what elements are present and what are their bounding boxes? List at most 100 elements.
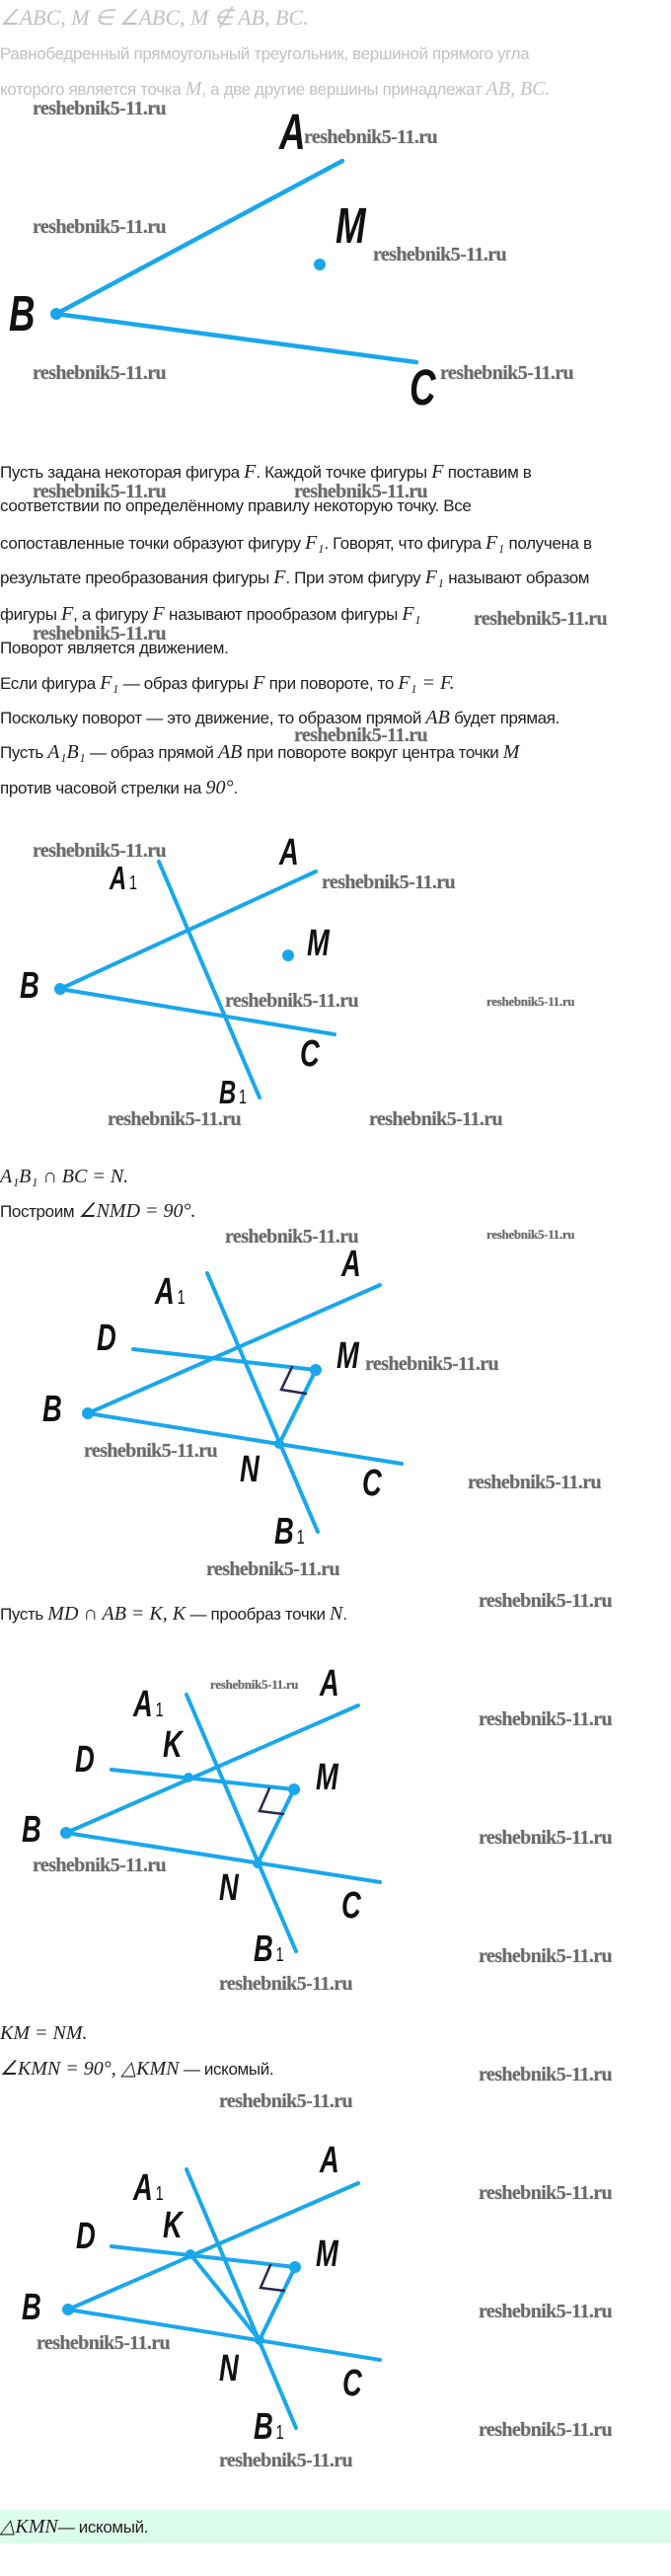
text-segment: . xyxy=(342,1605,347,1624)
point-m xyxy=(310,1364,322,1376)
point-b xyxy=(62,2304,74,2315)
segment-mn xyxy=(258,2265,297,2342)
math-expression: F xyxy=(60,603,74,625)
label-subscript: 1 xyxy=(275,2422,284,2444)
math-expression: A₁B₁ ∩ BC = N. xyxy=(0,1166,129,1187)
ray-bc xyxy=(66,2308,382,2362)
math-expression: AB xyxy=(425,707,450,728)
math-expression: ∠NMD = 90°. xyxy=(78,1200,196,1222)
text-segment: Поскольку поворот — это движение, то обр… xyxy=(0,709,426,727)
watermark: reshebnik5-11.ru xyxy=(486,994,575,1009)
watermark: reshebnik5-11.ru xyxy=(33,623,167,644)
text-segment: Пусть xyxy=(0,743,48,762)
math-expression: MD ∩ AB = K, K xyxy=(47,1603,186,1625)
label-n: N xyxy=(219,1867,239,1909)
label-subscript: 1 xyxy=(296,1527,305,1549)
label-c: C xyxy=(341,1885,361,1927)
watermark: reshebnik5-11.ru xyxy=(479,1590,613,1612)
point-b xyxy=(50,308,62,320)
text-line: KM = NM. xyxy=(0,2022,88,2045)
label-letter: B xyxy=(254,1929,273,1970)
math-expression: F₁ xyxy=(402,603,421,625)
watermark: reshebnik5-11.ru xyxy=(108,1108,242,1130)
ray-bc xyxy=(64,1831,382,1884)
watermark: reshebnik5-11.ru xyxy=(468,1472,602,1493)
text-segment: называют образом xyxy=(443,568,590,587)
point-m xyxy=(282,949,294,961)
point-b xyxy=(54,983,66,995)
ray-ba xyxy=(64,1704,360,1835)
math-expression: F₁ = F. xyxy=(398,672,455,694)
label-letter: B xyxy=(219,1074,237,1110)
label-subscript: 1 xyxy=(155,1700,164,1721)
label-d: D xyxy=(75,1739,95,1780)
segment-mn xyxy=(277,1368,318,1446)
watermark: reshebnik5-11.ru xyxy=(37,2332,171,2354)
text-segment: фигуры xyxy=(0,605,61,624)
watermark: reshebnik5-11.ru xyxy=(479,2419,613,2441)
math-expression: AB xyxy=(217,741,243,763)
math-expression: M xyxy=(185,78,202,100)
watermark: reshebnik5-11.ru xyxy=(33,362,167,384)
text-segment: Если фигура xyxy=(0,674,101,693)
text-segment: — прообраз точки xyxy=(186,1605,330,1624)
label-b: B xyxy=(22,2287,41,2328)
text-line: ∠KMN = 90°, △KMN — искомый. xyxy=(0,2058,274,2081)
watermark: reshebnik5-11.ru xyxy=(440,362,574,384)
math-expression: AB, BC. xyxy=(485,78,551,100)
math-expression: 90° xyxy=(205,777,234,798)
label-k: K xyxy=(163,2205,183,2246)
point-n xyxy=(253,1858,262,1868)
right-angle-mark xyxy=(279,1365,308,1396)
math-expression: F xyxy=(273,567,286,588)
answer-box xyxy=(0,2510,671,2543)
task-line-2: которого является точка M, а две другие … xyxy=(0,78,551,101)
text-segment: . При этом фигуру xyxy=(285,568,425,587)
label-a: A xyxy=(341,1244,361,1285)
watermark: reshebnik5-11.ru xyxy=(294,481,428,502)
label-n: N xyxy=(240,1449,260,1490)
right-angle-mark xyxy=(259,2263,286,2293)
watermark: reshebnik5-11.ru xyxy=(479,1708,613,1730)
watermark: reshebnik5-11.ru xyxy=(479,1945,613,1967)
text-line: Пусть задана некоторая фигура F. Каждой … xyxy=(0,461,532,484)
segment-mn xyxy=(256,1787,296,1865)
text-line: Пусть MD ∩ AB = K, K — прообраз точки N. xyxy=(0,1603,347,1626)
label-letter: B xyxy=(254,2406,273,2448)
watermark: reshebnik5-11.ru xyxy=(219,2090,353,2112)
watermark: reshebnik5-11.ru xyxy=(294,724,428,746)
segment-md xyxy=(110,1768,296,1791)
text-segment: — искомый. xyxy=(179,2060,274,2079)
watermark: reshebnik5-11.ru xyxy=(479,1827,613,1849)
text-segment: . Говорят, что фигура xyxy=(324,534,485,553)
label-m: M xyxy=(336,1335,359,1377)
text-segment: при повороте, то xyxy=(264,674,399,693)
text-segment: поставим в xyxy=(443,463,532,482)
line-a1b1 xyxy=(157,860,261,1099)
point-k xyxy=(184,1773,193,1782)
text-segment: сопоставленные точки образуют фигуру xyxy=(0,534,306,553)
label-subscript: 1 xyxy=(155,2183,164,2205)
ray-ba xyxy=(66,2181,360,2311)
math-expression: M xyxy=(502,741,520,763)
math-expression: F₁ xyxy=(485,532,505,554)
segment-md xyxy=(110,2244,297,2269)
watermark: reshebnik5-11.ru xyxy=(219,2450,353,2471)
label-c: C xyxy=(342,2363,362,2404)
line-a1b1 xyxy=(185,1693,298,1953)
ray-ba xyxy=(86,1283,382,1415)
watermark: reshebnik5-11.ru xyxy=(474,608,608,630)
diagram-kmn xyxy=(62,2167,382,2430)
math-expression: F₁ xyxy=(424,567,444,588)
label-b: B xyxy=(42,1389,62,1430)
label-m: M xyxy=(316,1757,338,1798)
point-m xyxy=(289,2261,301,2273)
answer-text: △KMN— искомый. xyxy=(0,2516,149,2538)
label-m: M xyxy=(336,197,366,254)
label-subscript: 1 xyxy=(129,872,138,894)
